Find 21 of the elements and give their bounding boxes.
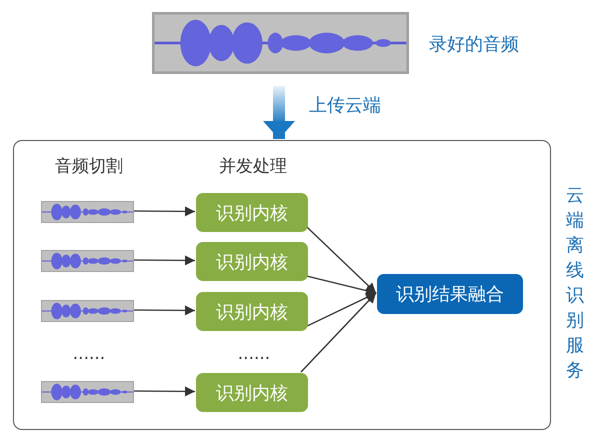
arrow xyxy=(133,206,195,216)
process-box: 识别内核 xyxy=(196,242,308,281)
arrow xyxy=(300,292,376,372)
ellipsis: ...... xyxy=(238,344,270,364)
upload-arrow xyxy=(263,86,295,139)
arrow xyxy=(306,292,376,327)
arrow xyxy=(133,305,195,316)
arrow xyxy=(133,255,195,266)
service-title: 云端离线识别服务 xyxy=(566,184,585,383)
node-label: 录好的音频 xyxy=(429,33,519,56)
arrow xyxy=(306,226,376,294)
process-box: 识别内核 xyxy=(196,373,308,412)
ellipsis: ...... xyxy=(72,344,106,364)
arrow xyxy=(306,275,376,296)
column-heading: 并发处理 xyxy=(219,156,287,178)
process-box: 识别内核 xyxy=(196,193,308,232)
column-heading: 音频切割 xyxy=(55,156,123,178)
process-box: 识别内核 xyxy=(196,292,308,331)
merge-box: 识别结果融合 xyxy=(377,274,523,314)
edge-label: 上传云端 xyxy=(309,93,381,117)
arrow xyxy=(133,386,195,396)
